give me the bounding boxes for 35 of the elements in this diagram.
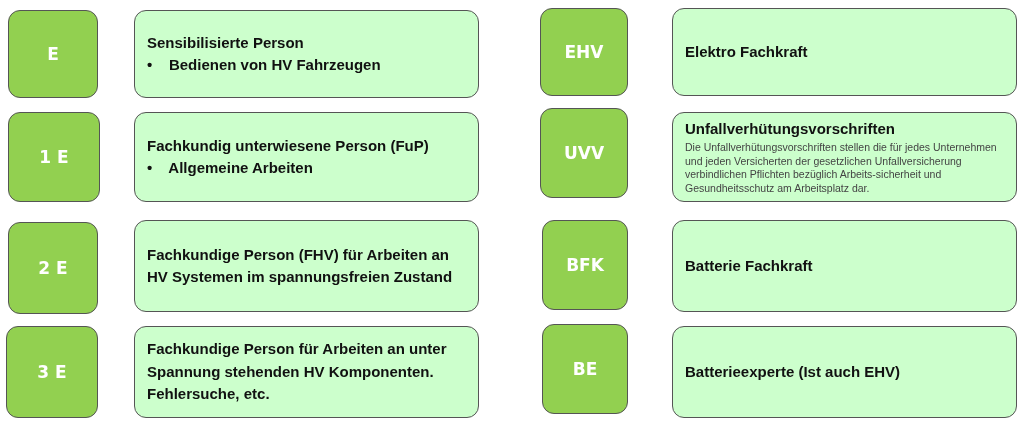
code-label: E [47, 44, 59, 64]
description-text: Die Unfallverhütungsvorschriften stellen die für jedes Unternehmen und jeden Versicherten der gesetzlichen Unfallversicherung verbindlichen Pflichten bezüglich Arbeits-sicherheit und Gesundheitsschutz am Arbeitsplatz dar. [685, 140, 998, 196]
code-label: 1 E [39, 147, 69, 167]
description-box [672, 8, 1017, 96]
code-box [8, 222, 98, 314]
heading-text: Unfallverhütungsvorschriften [685, 119, 897, 140]
description-box [134, 326, 479, 418]
code-box [8, 10, 98, 98]
description-box [672, 112, 1017, 202]
heading-text: Batterie Fachkraft [685, 255, 814, 276]
code-label: EHV [564, 42, 604, 62]
heading-text: Fachkundig unterwiesene Person (FuP) [147, 135, 430, 156]
heading-text: Batterieexperte (Ist auch EHV) [685, 361, 902, 382]
heading-text: Sensibilisierte Person [147, 32, 305, 53]
code-label: BFK [566, 255, 604, 275]
description-box [134, 10, 479, 98]
code-label: UVV [563, 143, 605, 163]
description-box [672, 326, 1017, 418]
heading-text: Elektro Fachkraft [685, 41, 809, 62]
code-box [540, 108, 628, 198]
code-box [6, 326, 98, 418]
heading-text: Fachkundige Person für Arbeiten an unter Spannung stehenden HV Komponenten. Fehlersuche, etc. [147, 339, 448, 405]
code-box [540, 8, 628, 96]
description-box [134, 220, 479, 312]
description-box [134, 112, 479, 202]
code-label: BE [572, 359, 598, 379]
code-box [542, 220, 628, 310]
code-box [542, 324, 628, 414]
code-box [8, 112, 100, 202]
bullet-item: • Allgemeine Arbeiten [147, 158, 314, 178]
code-label: 3 E [37, 362, 67, 382]
description-box [672, 220, 1017, 312]
bullet-item: • Bedienen von HV Fahrzeugen [147, 55, 382, 75]
heading-text: Fachkundige Person (FHV) für Arbeiten an HV Systemen im spannungsfreien Zustand [147, 244, 454, 287]
code-label: 2 E [38, 258, 68, 278]
